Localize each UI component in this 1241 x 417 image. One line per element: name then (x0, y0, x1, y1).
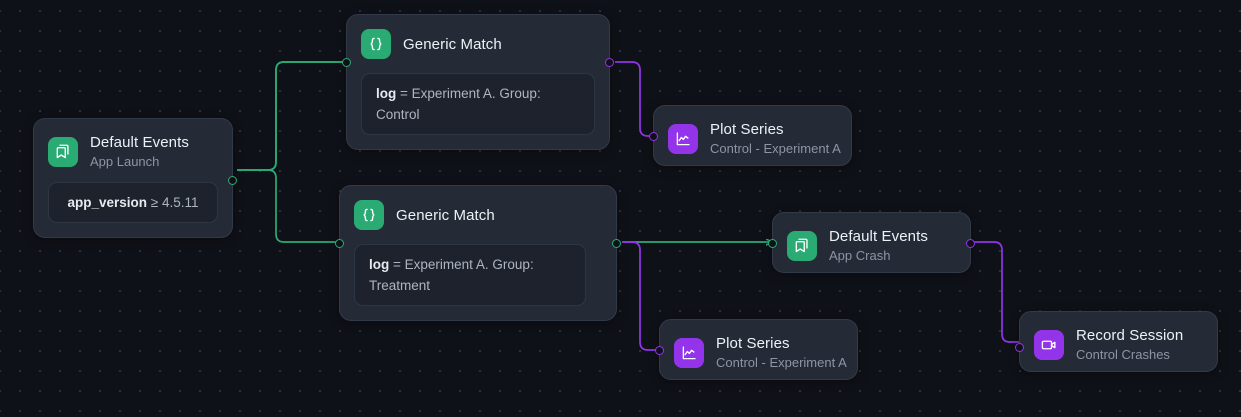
node-title-group: Generic Match (403, 35, 502, 54)
bookmark-icon (48, 136, 78, 167)
node-subtitle: Control Crashes (1076, 347, 1170, 362)
node-title-group: Default Events App Launch (90, 133, 189, 170)
node-title: Plot Series (716, 335, 790, 352)
input-port[interactable] (655, 346, 664, 355)
braces-icon (354, 200, 384, 230)
condition-chip[interactable]: log = Experiment A. Group: Treatment (354, 244, 586, 306)
node-plot-series-control-a[interactable]: Plot Series Control - Experiment A (649, 105, 852, 166)
node-default-events-app-launch[interactable]: Default Events App Launch app_version ≥ … (33, 118, 237, 238)
input-port[interactable] (342, 58, 351, 67)
edge-match-control-to-plot-series-1 (615, 61, 654, 137)
node-title: Generic Match (396, 206, 495, 224)
node-title-group: Plot Series Control - Experiment A (716, 334, 847, 371)
edge-launch-to-match-control (237, 61, 352, 171)
node-default-events-app-crash[interactable]: Default Events App Crash (768, 212, 975, 273)
node-header: Generic Match (347, 15, 609, 59)
node-title-group: Generic Match (396, 206, 495, 225)
edge-launch-to-match-control-line (237, 62, 352, 171)
node-title: Plot Series (710, 121, 784, 138)
line-chart-icon (668, 123, 698, 154)
input-port[interactable] (335, 239, 344, 248)
node-subtitle: App Launch (90, 154, 160, 169)
node-record-session-control-crashes[interactable]: Record Session Control Crashes (1015, 311, 1218, 372)
output-port[interactable] (605, 58, 614, 67)
node-subtitle: Control - Experiment A (716, 355, 847, 370)
output-port[interactable] (228, 175, 237, 185)
node-title-group: Plot Series Control - Experiment A (710, 120, 841, 157)
condition-key: log (376, 86, 397, 101)
node-header: Generic Match (340, 186, 616, 230)
edge-app-crash-to-record-session (972, 241, 1020, 343)
condition-value: = Experiment A. Group: Treatment (369, 257, 534, 293)
node-title: Default Events (829, 228, 928, 245)
node-generic-match-treatment[interactable]: Generic Match log = Experiment A. Group:… (335, 185, 621, 321)
condition-value: = Experiment A. Group: Control (376, 86, 541, 122)
node-header: Default Events App Crash (773, 213, 970, 278)
bookmark-icon (787, 230, 817, 261)
condition-key: log (369, 257, 390, 272)
condition-key: app_version (67, 195, 148, 210)
node-title-group: Record Session Control Crashes (1076, 326, 1183, 363)
node-header: Default Events App Launch (34, 119, 232, 170)
output-port[interactable] (966, 239, 975, 248)
node-title: Generic Match (403, 35, 502, 53)
condition-chip[interactable]: log = Experiment A. Group: Control (361, 73, 595, 135)
edge-match-treatment-to-plot-series-2 (622, 241, 660, 351)
input-port[interactable] (768, 239, 777, 248)
output-port[interactable] (612, 239, 621, 248)
node-title: Default Events (90, 134, 189, 151)
node-generic-match-control[interactable]: Generic Match log = Experiment A. Group:… (342, 14, 614, 150)
edge-launch-to-match-treatment (237, 169, 345, 242)
condition-chip[interactable]: app_version ≥ 4.5.11 (48, 182, 218, 223)
node-header: Plot Series Control - Experiment A (654, 106, 851, 171)
node-title-group: Default Events App Crash (829, 227, 928, 264)
node-plot-series-control-a-2[interactable]: Plot Series Control - Experiment A (655, 319, 858, 380)
line-chart-icon (674, 337, 704, 368)
input-port[interactable] (1015, 343, 1024, 352)
condition-value: ≥ 4.5.11 (147, 195, 199, 210)
braces-icon (361, 29, 391, 59)
node-header: Plot Series Control - Experiment A (660, 320, 857, 385)
video-camera-icon (1034, 329, 1064, 360)
input-port[interactable] (649, 132, 658, 141)
node-subtitle: Control - Experiment A (710, 141, 841, 156)
node-header: Record Session Control Crashes (1020, 312, 1217, 377)
node-title: Record Session (1076, 327, 1184, 344)
node-subtitle: App Crash (829, 248, 891, 263)
